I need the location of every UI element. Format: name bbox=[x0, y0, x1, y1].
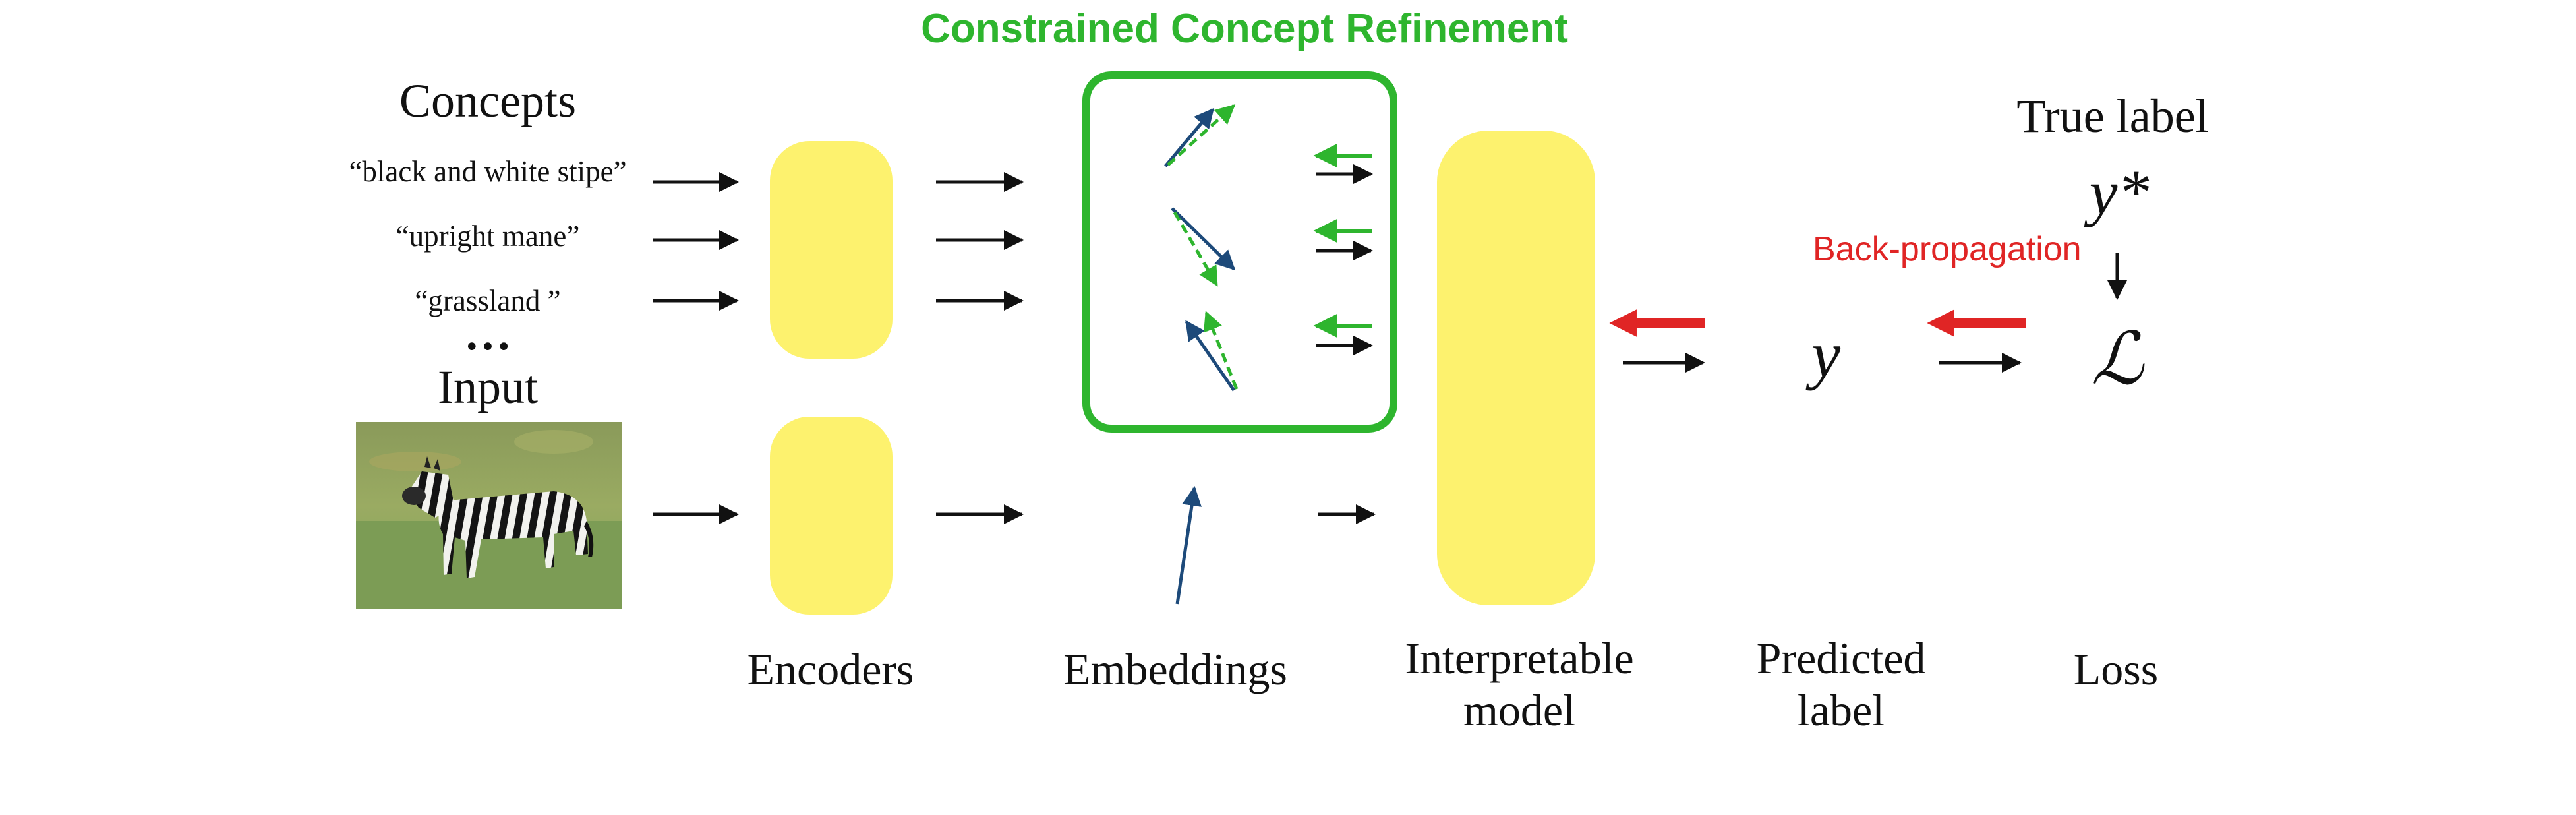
refinement-frame bbox=[1082, 71, 1397, 433]
concept-item-2: “upright mane” bbox=[395, 220, 580, 253]
interpretable-model-label-line1: Interpretable bbox=[1405, 633, 1634, 683]
concept-item-3: “grassland ” bbox=[415, 284, 561, 317]
backprop-label: Back-propagation bbox=[1813, 230, 2082, 268]
image-encoder-block bbox=[770, 417, 893, 615]
refined-vector-2 bbox=[1173, 211, 1219, 287]
input-heading: Input bbox=[438, 361, 538, 413]
encoders-label: Encoders bbox=[747, 644, 914, 694]
true-label-symbol: y* bbox=[2089, 157, 2150, 227]
diagram-title: Constrained Concept Refinement bbox=[921, 6, 1568, 51]
concept-vector-2 bbox=[1171, 207, 1236, 271]
predicted-label-line2: label bbox=[1797, 685, 1885, 735]
refined-vector-3 bbox=[1204, 311, 1239, 390]
loss-symbol: ℒ bbox=[2091, 319, 2144, 400]
concept-encoder-block bbox=[770, 141, 893, 359]
concepts-heading: Concepts bbox=[399, 75, 576, 127]
concept-vector-1 bbox=[1164, 107, 1214, 167]
predicted-symbol: y bbox=[1811, 318, 1841, 391]
zebra-input-image bbox=[356, 422, 622, 609]
interpretable-model-label-line2: model bbox=[1463, 685, 1575, 735]
predicted-label-line1: Predicted bbox=[1756, 633, 1926, 683]
concept-item-1: “black and white stipe” bbox=[349, 155, 627, 188]
true-label-heading: True label bbox=[2016, 90, 2209, 142]
embeddings-label: Embeddings bbox=[1063, 644, 1287, 694]
interpretable-model-block bbox=[1437, 131, 1595, 605]
concept-vector-3 bbox=[1185, 320, 1236, 392]
refined-vector-1 bbox=[1167, 104, 1236, 166]
loss-label: Loss bbox=[2073, 644, 2159, 694]
image-vector bbox=[1175, 486, 1202, 605]
ellipsis: … bbox=[464, 307, 512, 360]
